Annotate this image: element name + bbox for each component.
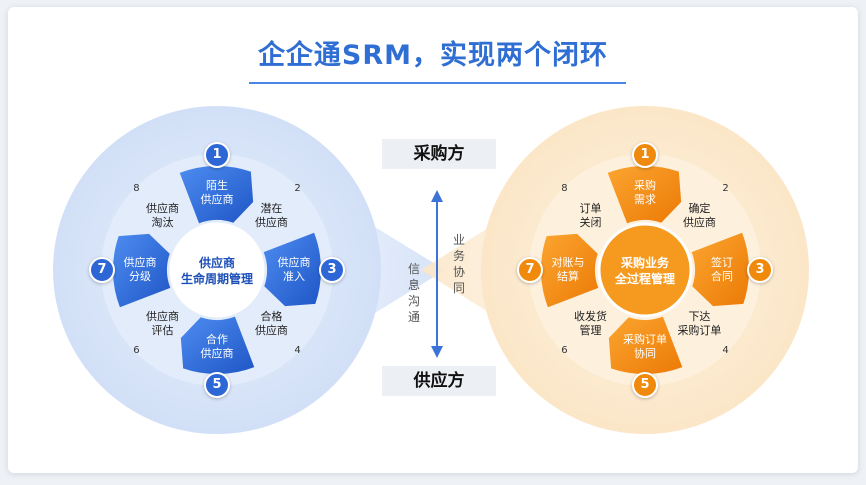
left-center-disc [169,222,265,318]
right-step-label-7: 对账与 结算 [551,256,585,283]
right-step-label-2: 确定 供应商 [682,201,716,229]
left-segment-5 [180,316,255,374]
left-step-number-4: 4 [294,344,301,356]
left-step-label-2: 潜在 供应商 [254,201,288,229]
right-step-number-6: 6 [561,344,568,356]
page-title: 企企通SRM，实现两个闭环 [257,40,609,71]
right-step-label-8: 订单 关闭 [579,201,602,229]
left-step-badge-3: 3 [319,257,345,283]
right-center-disc [597,222,693,318]
left-segment-3 [263,232,322,307]
right-step-label-1: 采购 需求 [634,179,656,206]
right-step-badge-1: 1 [632,142,658,168]
left-step-label-8: 供应商 淘汰 [146,201,180,229]
right-segment-1 [607,166,682,224]
right-step-badge-7: 7 [517,257,543,283]
right-step-badge-3: 3 [747,257,773,283]
right-step-badge-5: 5 [632,372,658,398]
purchaser-box: 采购方 [382,139,496,169]
left-step-badge-5: 5 [204,372,230,398]
left-step-number-2: 2 [294,183,301,195]
right-step-label-4: 下达 采购订单 [677,310,722,338]
right-step-number-2: 2 [722,183,729,195]
supplier-box: 供应方 [382,366,496,396]
business-collaboration-text: 业务协同 [452,233,465,295]
left-segment-1 [179,165,254,224]
left-step-badge-1: 1 [204,142,230,168]
left-step-label-3: 供应商 准入 [277,256,311,283]
left-step-number-8: 8 [133,183,140,195]
left-cycle-center-label: 供应商 生命周期管理 [180,256,253,286]
right-segment-3 [691,232,749,307]
info-communication-text: 信息沟通 [407,262,420,324]
left-step-label-4: 合格 供应商 [254,310,288,338]
left-step-label-1: 陌生 供应商 [200,179,234,206]
left-step-number-6: 6 [133,344,140,356]
left-step-label-7: 供应商 分级 [123,256,157,283]
left-step-label-6: 供应商 评估 [146,310,180,338]
title-underline [249,82,626,84]
right-step-number-8: 8 [561,183,568,195]
right-step-label-5: 采购订单 协同 [623,333,667,360]
right-step-label-3: 签订 合同 [711,256,733,283]
left-step-label-5: 合作 供应商 [200,333,234,360]
left-step-badge-7: 7 [89,257,115,283]
right-cycle-center-label: 采购业务 全过程管理 [614,256,675,286]
right-segment-5 [608,316,683,374]
right-segment-7 [541,233,599,308]
right-step-label-6: 收发货 管理 [574,310,608,338]
right-step-number-4: 4 [722,344,729,356]
left-segment-7 [113,233,171,308]
double-arrow [431,190,443,358]
